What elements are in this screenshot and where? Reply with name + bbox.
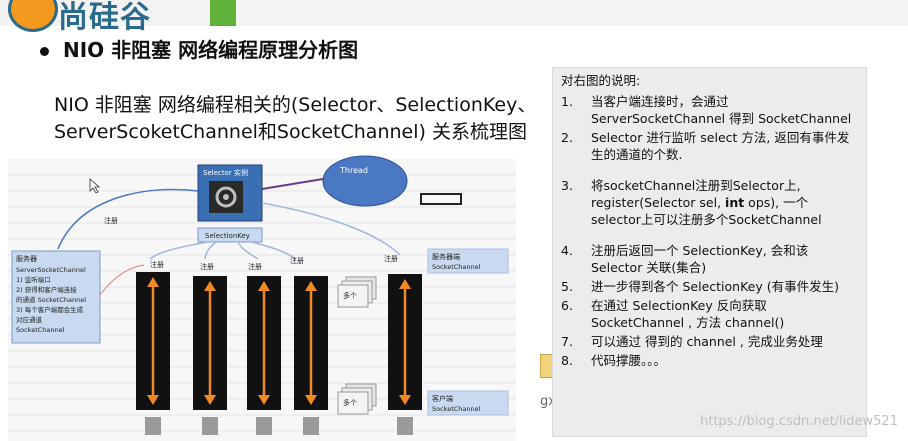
- note-text: 将socketChannel注册到Selector上, register(Sel…: [591, 177, 858, 228]
- cursor-icon: [89, 178, 101, 194]
- register-label-3: 注册: [248, 262, 262, 271]
- note-number: 5.: [561, 279, 573, 294]
- channel-column-4: [294, 276, 328, 435]
- note-text-bold: int: [725, 195, 745, 210]
- channel-column-1: [136, 272, 170, 435]
- note-item: 2. Selector 进行监听 select 方法, 返回有事件发生的通道的个数…: [561, 129, 858, 163]
- note-number: 4.: [561, 243, 573, 258]
- many-stack-bottom: 多个: [337, 383, 377, 415]
- notes-list: 1. 当客户端连接时，会通过 ServerSocketChannel 得到 Soc…: [561, 93, 858, 369]
- notes-heading: 对右图的说明:: [561, 73, 641, 88]
- channel-column-2: [193, 276, 227, 435]
- server-register-label: 注册: [104, 216, 118, 225]
- bullet-icon: [40, 47, 49, 56]
- channel-column-3: [247, 276, 281, 435]
- server-line-4: 的通道 SocketChannel: [16, 295, 86, 304]
- note-text: 进一步得到各个 SelectionKey (有事件发生): [591, 279, 839, 294]
- header-accent: [210, 0, 236, 26]
- server-line-5: 3) 每个客户端都会生成: [16, 305, 84, 314]
- note-text: 当客户端连接时，会通过 ServerSocketChannel 得到 Socke…: [591, 94, 852, 126]
- selection-key-node: SelectionKey: [197, 227, 263, 243]
- note-item: 3. 将socketChannel注册到Selector上, register(S…: [561, 177, 858, 228]
- client-end-label: 客户端 SocketChannel: [427, 390, 509, 416]
- page-title: NIO 非阻塞 网络编程原理分析图: [40, 34, 358, 63]
- gx-text: gx: [540, 394, 556, 409]
- watermark: https://blog.csdn.net/lidew521: [700, 414, 898, 429]
- server-line-6: 对应通道: [16, 315, 43, 324]
- note-text: 可以通过 得到的 channel , 完成业务处理: [591, 334, 823, 349]
- selection-key-label: SelectionKey: [205, 232, 250, 240]
- thread-node: Thread: [322, 155, 408, 207]
- note-item: 7. 可以通过 得到的 channel , 完成业务处理: [561, 333, 858, 350]
- note-item: 5. 进一步得到各个 SelectionKey (有事件发生): [561, 278, 858, 295]
- note-number: 2.: [561, 130, 573, 145]
- subtitle: NIO 非阻塞 网络编程相关的(Selector、SelectionKey、 S…: [54, 92, 554, 146]
- register-label-5: 注册: [384, 254, 398, 263]
- note-text: 在通过 SelectionKey 反向获取 SocketChannel , 方法…: [591, 298, 785, 330]
- many-stack-top: 多个: [337, 276, 377, 308]
- note-text: 注册后返回一个 SelectionKey, 会和该Selector 关联(集合): [591, 243, 809, 275]
- note-number: 1.: [561, 94, 573, 109]
- note-number: 6.: [561, 298, 573, 313]
- server-end-sub: SocketChannel: [432, 263, 481, 271]
- note-text: 代码撑腰。。。: [591, 353, 667, 368]
- register-label-4: 注册: [290, 256, 304, 265]
- selector-label: Selector 实例: [203, 168, 248, 177]
- client-end-title: 客户端: [432, 394, 453, 403]
- note-text-part: 将socketChannel注册到Selector上, register(Sel…: [591, 178, 801, 210]
- channel-column-5: [388, 274, 422, 435]
- server-end-title: 服务器端: [432, 252, 460, 261]
- subtitle-line-1: NIO 非阻塞 网络编程相关的(Selector、SelectionKey、: [54, 94, 537, 116]
- note-number: 8.: [561, 353, 573, 368]
- note-number: 7.: [561, 334, 573, 349]
- server-end-label: 服务器端 SocketChannel: [427, 248, 509, 274]
- empty-rectangle: [420, 193, 462, 205]
- subtitle-line-2: ServerScoketChannel和SocketChannel) 关系梳理图: [54, 121, 527, 143]
- server-line-3: 2) 获得和客户端连接: [16, 285, 77, 294]
- selection-key-links: [149, 202, 401, 260]
- note-item: 4. 注册后返回一个 SelectionKey, 会和该Selector 关联(集…: [561, 242, 858, 276]
- note-text-part: ops), 一个selector上可以注册多个SocketChannel: [591, 195, 822, 227]
- logo-text: 尚硅谷: [58, 0, 151, 35]
- logo-icon: [8, 0, 58, 32]
- top-bar: [0, 0, 908, 26]
- register-label-2: 注册: [200, 262, 214, 271]
- client-end-sub: SocketChannel: [432, 405, 481, 413]
- selector-node: Selector 实例: [197, 164, 263, 222]
- register-label-1: 注册: [150, 260, 164, 269]
- server-title: 服务器: [16, 254, 37, 263]
- many-label-bottom: 多个: [343, 398, 357, 407]
- note-item: 1. 当客户端连接时，会通过 ServerSocketChannel 得到 Soc…: [561, 93, 858, 127]
- server-line-7: SocketChannel: [16, 326, 65, 334]
- notes-panel: 对右图的说明: 1. 当客户端连接时，会通过 ServerSocketChanne…: [552, 67, 867, 437]
- server-line-1: ServerSocketChannel: [16, 266, 86, 274]
- note-number: 3.: [561, 178, 573, 193]
- thread-label: Thread: [339, 166, 368, 175]
- server-node: 注册 服务器 ServerSocketChannel 1) 监听端口 2) 获得…: [11, 188, 199, 344]
- note-item: 6. 在通过 SelectionKey 反向获取 SocketChannel , …: [561, 297, 858, 331]
- many-label-top: 多个: [343, 291, 357, 300]
- server-line-2: 1) 监听端口: [16, 275, 51, 284]
- note-item: 8. 代码撑腰。。。: [561, 352, 858, 369]
- note-text: Selector 进行监听 select 方法, 返回有事件发生的通道的个数.: [591, 130, 850, 162]
- nio-diagram: Thread Selector 实例 SelectionKey 注册 服务器 S…: [0, 155, 548, 441]
- page-title-text: NIO 非阻塞 网络编程原理分析图: [63, 38, 359, 62]
